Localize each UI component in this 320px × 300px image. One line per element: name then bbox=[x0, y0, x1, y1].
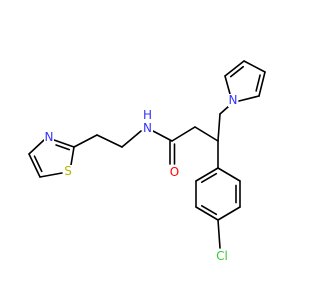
bond-ch2-pyrrole-n bbox=[219, 105, 230, 115]
label-bg bbox=[63, 165, 73, 178]
carbonyl-oxygen-label: O bbox=[170, 165, 179, 179]
label-bg bbox=[228, 94, 238, 107]
bond-pc2-c3 bbox=[224, 60, 245, 77]
bond-n3-c2 bbox=[53, 139, 75, 148]
double-bond-c5-c4 bbox=[33, 155, 43, 173]
bond-pc3-c4 bbox=[243, 60, 266, 73]
double-bond-ar-3-4 bbox=[200, 204, 218, 216]
bond-co-ch2 bbox=[171, 126, 196, 142]
bond-c5-c4 bbox=[28, 153, 41, 178]
bond-pn-c2 bbox=[224, 75, 231, 95]
thiazole-nitrogen-label: N bbox=[45, 130, 54, 144]
bond-pc4-c5 bbox=[258, 71, 266, 97]
double-bond-pc4-c5 bbox=[255, 74, 261, 92]
bond-ch2-ch bbox=[194, 126, 219, 142]
bond-s1-c5 bbox=[39, 172, 63, 178]
label-bg bbox=[142, 120, 153, 146]
bond-ch2-ch2 bbox=[96, 134, 123, 148]
label-bg bbox=[44, 131, 54, 144]
double-bond-pc2-c3 bbox=[229, 65, 245, 78]
bond-lines bbox=[28, 60, 266, 249]
bond-ch-ch2-pyrrole bbox=[217, 113, 221, 142]
bond-nh-co bbox=[152, 130, 173, 142]
bond-pc5-n bbox=[238, 95, 260, 102]
molecule-structure: N S H N O N Cl bbox=[28, 60, 266, 263]
bond-c4-n3 bbox=[28, 139, 45, 155]
amide-nitrogen-label: N bbox=[143, 121, 152, 135]
atom-labels: N S H N O N Cl bbox=[44, 93, 238, 263]
bond-c2-ch2 bbox=[73, 134, 98, 148]
bond-c2-s1 bbox=[70, 146, 75, 166]
label-bg bbox=[213, 250, 229, 263]
double-bond-n3-c2 bbox=[55, 144, 71, 151]
double-bond-ar-1-2 bbox=[200, 172, 218, 184]
label-bg bbox=[169, 166, 180, 179]
bond-ch2-nh bbox=[121, 130, 142, 148]
bond-aryl-cl bbox=[217, 219, 221, 249]
bond-ar-6-1 bbox=[217, 167, 241, 182]
bond-ar-3-4 bbox=[195, 206, 219, 221]
amide-hydrogen-label: H bbox=[143, 108, 152, 122]
chlorine-label: Cl bbox=[216, 249, 228, 263]
thiazole-sulfur-label: S bbox=[64, 164, 72, 178]
bond-ar-1-2 bbox=[195, 167, 219, 182]
pyrrole-nitrogen-label: N bbox=[229, 93, 238, 107]
bond-ar-4-5 bbox=[217, 206, 241, 221]
